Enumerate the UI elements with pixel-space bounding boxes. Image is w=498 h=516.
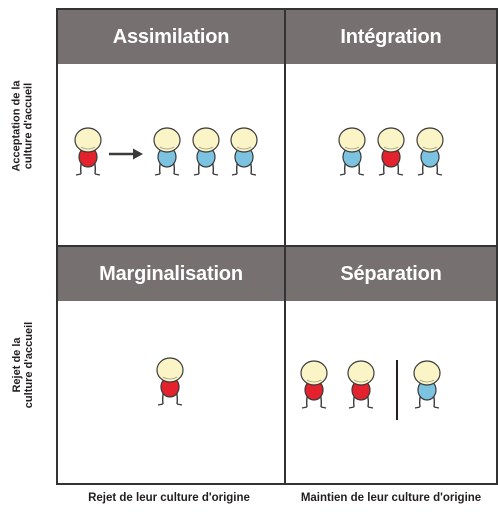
separation-divider-line <box>396 360 398 420</box>
quadrant-title-marginalisation: Marginalisation <box>58 247 284 301</box>
quadrant-separation: Séparation <box>286 247 496 483</box>
separation-origin-figure-2 <box>347 360 375 409</box>
horizontal-divider <box>58 245 496 247</box>
quadrant-marginalisation: Marginalisation <box>58 247 284 483</box>
y-label-acceptance: Acceptation de la culture d'accueil <box>0 8 46 243</box>
assimilation-host-figure-2 <box>192 127 220 176</box>
acculturation-matrix: Assimilation Intégration Marginalisation… <box>56 8 498 485</box>
quadrant-title-assimilation: Assimilation <box>58 10 284 64</box>
integration-host-figure-2 <box>416 127 444 176</box>
quadrant-assimilation: Assimilation <box>58 10 284 245</box>
assimilation-origin-figure <box>74 127 102 176</box>
assimilation-host-figure-3 <box>230 127 258 176</box>
y-label-rejection: Rejet de la culture d'accueil <box>0 245 46 485</box>
x-label-rejection-origin: Rejet de leur culture d'origine <box>88 492 250 504</box>
marginalisation-origin-figure <box>156 357 184 406</box>
integration-host-figure-1 <box>338 127 366 176</box>
y-label-rejection-line2: culture d'accueil <box>23 321 35 409</box>
quadrant-integration: Intégration <box>286 10 496 245</box>
separation-origin-figure-1 <box>300 360 328 409</box>
y-label-rejection-line1: Rejet de la <box>11 337 23 393</box>
quadrant-title-integration: Intégration <box>286 10 496 64</box>
x-label-maintain-origin: Maintien de leur culture d'origine <box>300 492 482 504</box>
separation-host-figure <box>413 360 441 409</box>
y-label-acceptance-line1: Acceptation de la <box>11 79 24 172</box>
assimilation-host-figure-1 <box>153 127 181 176</box>
y-label-acceptance-line2: culture d'accueil <box>23 82 36 169</box>
arrow-icon <box>109 148 143 160</box>
quadrant-title-separation: Séparation <box>286 247 496 301</box>
integration-origin-figure <box>377 127 405 176</box>
